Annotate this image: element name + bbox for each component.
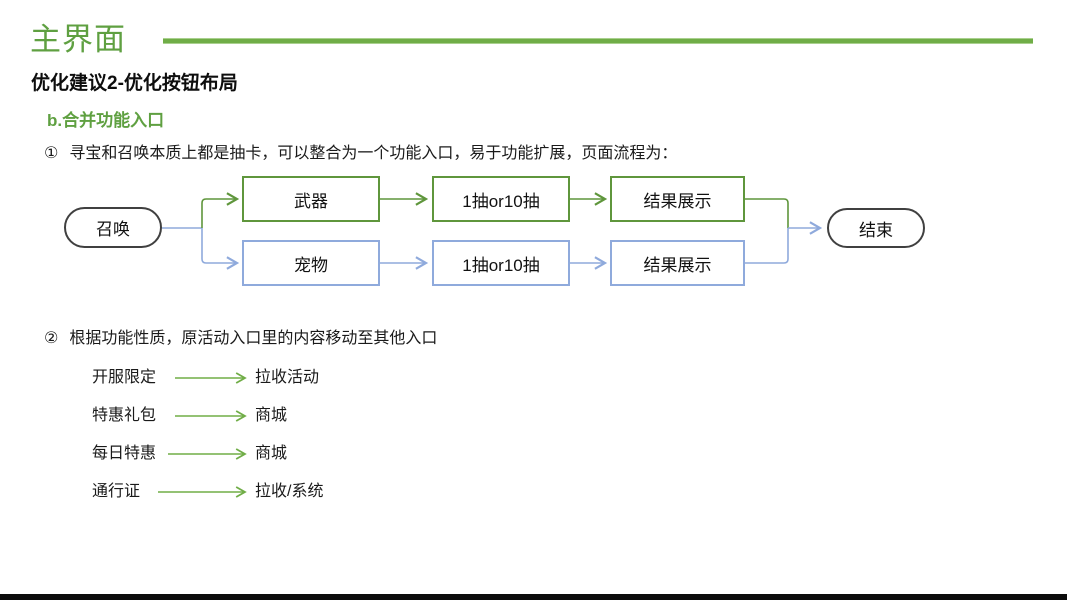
page-title: 主界面 xyxy=(30,22,126,57)
map-to-2: 商城 xyxy=(255,407,288,424)
point-1-text: 寻宝和召唤本质上都是抽卡，可以整合为一个功能入口，易于功能扩展，页面流程为： xyxy=(69,145,678,162)
map-from-2: 特惠礼包 xyxy=(92,407,157,424)
map-from-3: 每日特惠 xyxy=(92,445,157,462)
point-1-number: ① xyxy=(44,145,59,162)
map-to-1: 拉收活动 xyxy=(255,369,320,386)
map-from-1: 开服限定 xyxy=(92,369,157,386)
map-to-4: 拉收/系统 xyxy=(255,483,324,500)
flow-node-start: 召唤 xyxy=(64,207,162,248)
section-heading: b.合并功能入口 xyxy=(47,111,165,130)
point-2-number: ② xyxy=(44,330,59,347)
flow-box-result-blue: 结果展示 xyxy=(610,240,745,286)
point-2-text: 根据功能性质，原活动入口里的内容移动至其他入口 xyxy=(69,330,438,347)
flow-box-pet: 宠物 xyxy=(242,240,380,286)
connector-branch-pet xyxy=(201,228,240,270)
map-to-3: 商城 xyxy=(255,445,288,462)
connector-branch-weapon xyxy=(201,192,240,228)
point-2: ② 根据功能性质，原活动入口里的内容移动至其他入口 xyxy=(44,329,437,349)
connector-converge-green xyxy=(745,198,789,228)
flow-box-weapon: 武器 xyxy=(242,176,380,222)
connector-converge-blue xyxy=(745,228,789,264)
subtitle: 优化建议2-优化按钮布局 xyxy=(31,73,238,94)
point-1: ① 寻宝和召唤本质上都是抽卡，可以整合为一个功能入口，易于功能扩展，页面流程为： xyxy=(44,144,677,164)
title-divider-line xyxy=(163,38,1033,44)
map-from-4: 通行证 xyxy=(92,483,141,500)
flow-box-result-green: 结果展示 xyxy=(610,176,745,222)
flow-box-draw-blue: 1抽or10抽 xyxy=(432,240,570,286)
bottom-bar xyxy=(0,594,1067,600)
flow-node-end: 结束 xyxy=(827,208,925,248)
flow-box-draw-green: 1抽or10抽 xyxy=(432,176,570,222)
